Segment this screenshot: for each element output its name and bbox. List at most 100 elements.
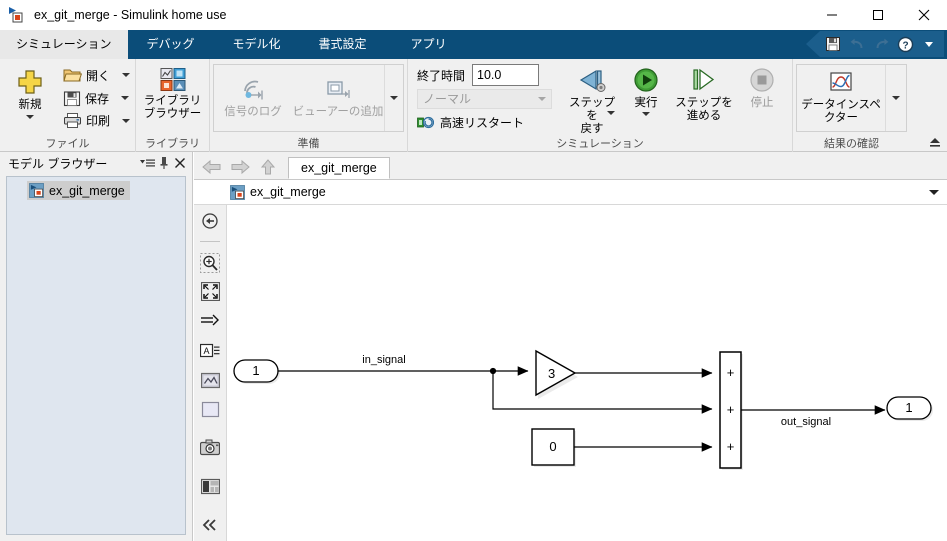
tab-modeling[interactable]: モデル化 bbox=[232, 37, 281, 51]
redo-icon[interactable] bbox=[870, 33, 892, 55]
print-caret-icon[interactable] bbox=[122, 118, 131, 123]
model-browser-tree[interactable]: ex_git_merge bbox=[6, 176, 186, 535]
save-icon[interactable] bbox=[822, 33, 844, 55]
gain-label: 3 bbox=[548, 366, 555, 381]
document-tab-ex-git-merge[interactable]: ex_git_merge bbox=[288, 157, 390, 179]
breadcrumb-label[interactable]: ex_git_merge bbox=[250, 185, 326, 199]
chevron-down-icon[interactable] bbox=[929, 189, 939, 195]
tab-debug[interactable]: デバッグ bbox=[146, 37, 195, 51]
collapse-ribbon-icon[interactable] bbox=[927, 135, 943, 149]
data-inspector-label: データインスペ クター bbox=[801, 99, 881, 124]
close-button[interactable] bbox=[901, 0, 947, 30]
print-button[interactable]: 印刷 bbox=[61, 109, 132, 132]
save-caret-icon[interactable] bbox=[121, 96, 130, 100]
sum-block[interactable]: + + + bbox=[719, 351, 743, 470]
ribbon-group-library: ライブラリ ブラウザー ライブラリ bbox=[135, 59, 209, 152]
collapse-toolbar-icon[interactable] bbox=[199, 515, 221, 535]
save-disk-icon bbox=[63, 90, 81, 106]
constant-block[interactable]: 0 bbox=[531, 428, 576, 467]
open-button-label: 開く bbox=[86, 68, 111, 83]
ribbon-group-file-label: ファイル bbox=[45, 138, 90, 150]
breadcrumb: ex_git_merge bbox=[194, 180, 947, 205]
back-button[interactable] bbox=[198, 155, 226, 179]
minimize-button[interactable] bbox=[809, 0, 855, 30]
outport-block[interactable]: 1 bbox=[886, 396, 933, 421]
image-icon[interactable] bbox=[199, 370, 221, 390]
forward-button[interactable] bbox=[226, 155, 254, 179]
run-button[interactable]: 実行 bbox=[619, 64, 673, 116]
camera-icon[interactable] bbox=[199, 438, 221, 458]
step-back-button[interactable]: ステップを 戻す bbox=[565, 64, 619, 136]
tab-format[interactable]: 書式設定 bbox=[318, 37, 367, 51]
new-plus-icon bbox=[18, 70, 42, 94]
close-icon[interactable] bbox=[172, 155, 188, 171]
area-icon[interactable] bbox=[199, 399, 221, 419]
simulation-mode-select[interactable]: ノーマル bbox=[417, 89, 553, 109]
zoom-in-icon[interactable] bbox=[199, 252, 221, 273]
new-caret-icon[interactable] bbox=[26, 115, 34, 119]
step-forward-label: ステップを 進める bbox=[675, 97, 733, 122]
sum-port-2: + bbox=[727, 402, 735, 417]
open-caret-icon[interactable] bbox=[122, 73, 131, 78]
fast-restart-icon bbox=[417, 116, 435, 128]
pin-icon[interactable] bbox=[156, 155, 172, 171]
step-forward-button[interactable]: ステップを 進める bbox=[673, 64, 735, 123]
ribbon-group-prepare: 信号のログ ビューアーの追加 準備 bbox=[209, 59, 407, 152]
save-button[interactable]: 保存 bbox=[61, 87, 132, 110]
fast-restart-label: 高速リスタート bbox=[440, 115, 525, 130]
new-button[interactable]: 新規 bbox=[3, 64, 57, 119]
tab-apps[interactable]: アプリ bbox=[410, 37, 447, 51]
folder-open-icon bbox=[63, 69, 82, 82]
signal-logging-button[interactable]: 信号のログ bbox=[214, 65, 292, 131]
tab-simulation[interactable]: シミュレーション bbox=[0, 30, 128, 59]
chevron-down-icon[interactable] bbox=[918, 33, 940, 55]
run-label: 実行 bbox=[634, 97, 658, 109]
add-viewer-button[interactable]: ビューアーの追加 bbox=[292, 65, 384, 131]
inport-label: 1 bbox=[252, 363, 259, 378]
add-viewer-label: ビューアーの追加 bbox=[292, 106, 384, 118]
gain-block[interactable]: 3 bbox=[535, 349, 578, 399]
simulink-model-icon bbox=[29, 183, 44, 198]
library-browser-button[interactable]: ライブラリ ブラウザー bbox=[139, 64, 207, 121]
open-button[interactable]: 開く bbox=[61, 64, 132, 87]
step-back-caret-icon[interactable] bbox=[607, 111, 616, 115]
library-browser-icon bbox=[160, 68, 186, 91]
stop-button[interactable]: 停止 bbox=[735, 64, 789, 110]
ribbon-group-prepare-label: 準備 bbox=[297, 138, 320, 150]
help-icon[interactable]: ? bbox=[894, 33, 916, 55]
title-bar: ex_git_merge - Simulink home use bbox=[0, 0, 947, 30]
stop-icon bbox=[750, 68, 774, 92]
signal-routing-icon[interactable] bbox=[199, 311, 221, 331]
tree-item-ex-git-merge[interactable]: ex_git_merge bbox=[27, 181, 130, 200]
layout-icon[interactable] bbox=[199, 476, 221, 496]
navigate-back-icon[interactable] bbox=[199, 211, 221, 231]
outport-label: 1 bbox=[905, 400, 912, 415]
block-diagram-canvas[interactable]: 1 in_signal 3 bbox=[228, 205, 947, 541]
maximize-button[interactable] bbox=[855, 0, 901, 30]
undo-icon[interactable] bbox=[846, 33, 868, 55]
svg-text:?: ? bbox=[902, 40, 908, 51]
fit-to-view-icon[interactable] bbox=[199, 282, 221, 302]
annotation-icon[interactable]: A bbox=[199, 341, 221, 361]
simulation-mode-value: ノーマル bbox=[423, 92, 472, 107]
svg-text:A: A bbox=[203, 346, 209, 356]
fast-restart-button[interactable]: 高速リスタート bbox=[417, 113, 552, 132]
prepare-overflow-caret-icon[interactable] bbox=[390, 96, 399, 100]
ribbon-group-file: 新規 開く bbox=[0, 59, 135, 152]
editor-nav-row: ex_git_merge bbox=[194, 152, 947, 179]
data-inspector-caret-icon[interactable] bbox=[892, 96, 901, 100]
ribbon-group-simulate: 終了時間 10.0 ノーマル 高速リスタート bbox=[407, 59, 792, 152]
inport-block[interactable]: 1 bbox=[233, 359, 280, 384]
run-icon bbox=[634, 68, 658, 92]
canvas-container: ex_git_merge bbox=[194, 179, 947, 541]
tree-item-label: ex_git_merge bbox=[49, 183, 125, 198]
ribbon-group-review-results: データインスペ クター 結果の確認 bbox=[792, 59, 910, 152]
signal-logging-icon bbox=[244, 80, 263, 100]
quick-access-toolbar: ? bbox=[806, 31, 944, 57]
run-caret-icon[interactable] bbox=[642, 112, 651, 116]
end-time-input[interactable]: 10.0 bbox=[472, 64, 540, 86]
browser-menu-icon[interactable] bbox=[140, 155, 156, 171]
ribbon-group-simulate-label: シミュレーション bbox=[556, 138, 644, 150]
up-button[interactable] bbox=[254, 155, 282, 179]
data-inspector-button[interactable]: データインスペ クター bbox=[797, 65, 885, 131]
